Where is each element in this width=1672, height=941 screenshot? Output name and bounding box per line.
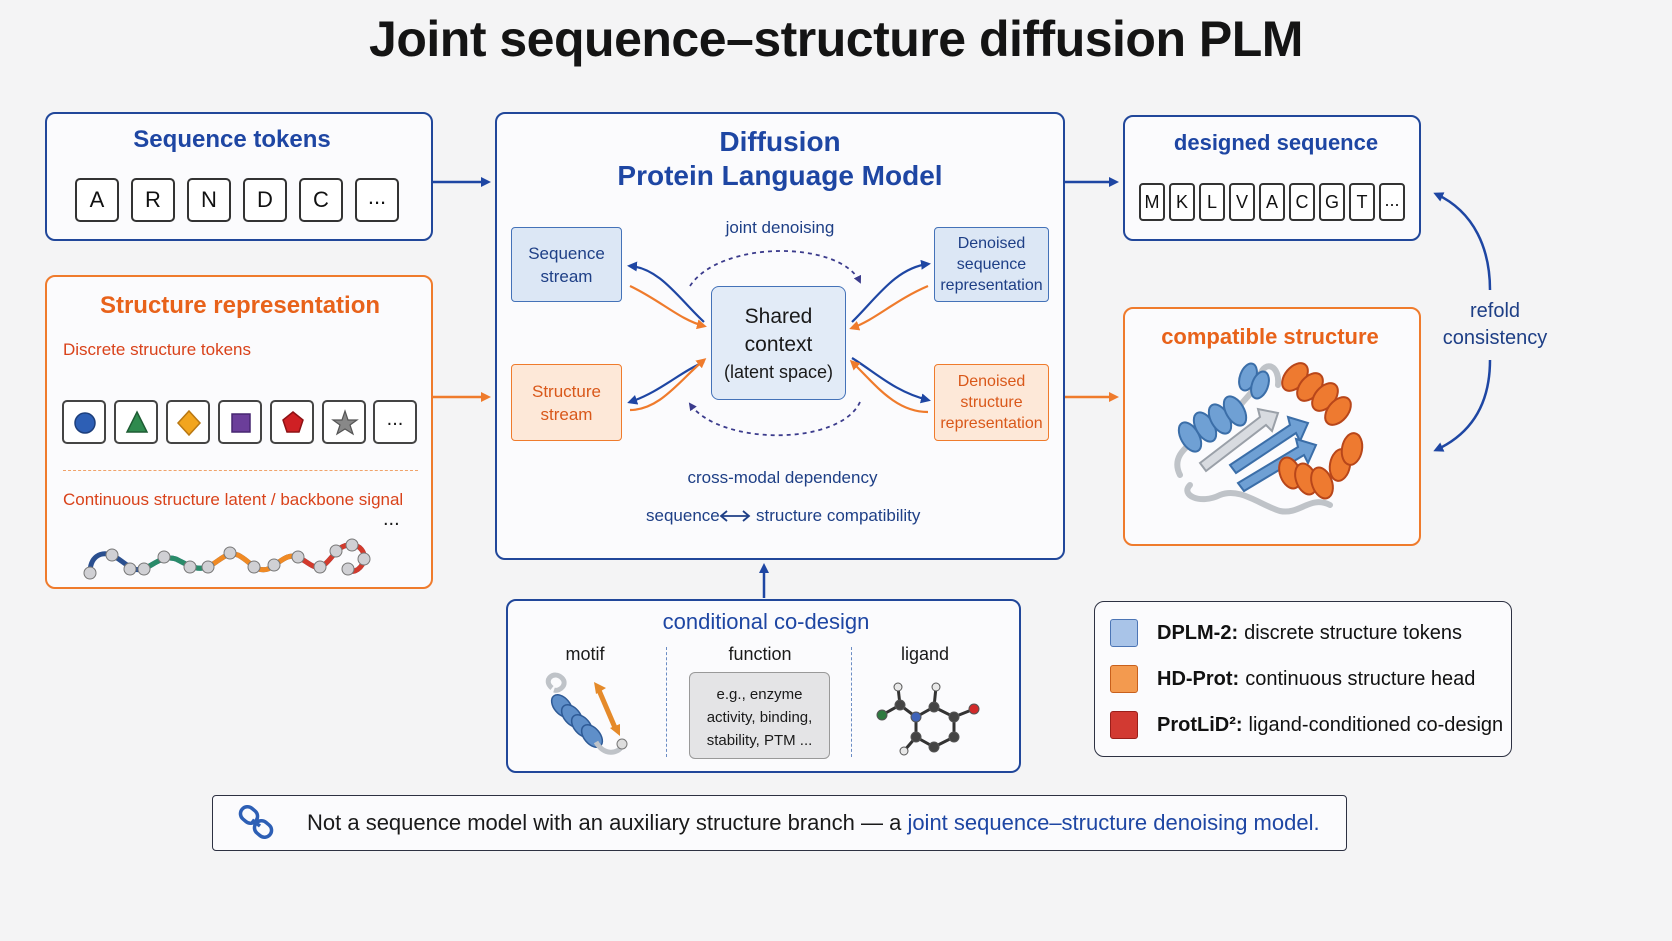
shared-context-line1: Shared (744, 305, 813, 328)
shared-context-line3: (latent space) (723, 362, 834, 382)
refold-line2: consistency (1442, 327, 1548, 349)
sequence-token: D (243, 178, 287, 222)
footer-box (212, 795, 1347, 851)
compatible-structure-heading: compatible structure (1161, 324, 1379, 349)
protein-structure-illustration (1174, 362, 1364, 515)
sequence-token-ellipsis: ... (355, 178, 399, 222)
legend-item: HD-Prot:continuous structure head (1157, 668, 1475, 691)
link-icon (238, 804, 274, 840)
joint-denoising-label: joint denoising (725, 218, 835, 237)
structure-token-ellipsis: ... (373, 400, 417, 444)
designed-token-ellipsis: ... (1379, 183, 1405, 221)
double-arrow-icon (719, 510, 751, 522)
diffusion-title-line1: Diffusion (719, 126, 841, 157)
backbone-ellipsis: ... (383, 508, 400, 530)
denoised-sequence-representation: Denoised sequence representation (934, 227, 1049, 302)
function-label: function (728, 644, 792, 664)
function-example-box: e.g., enzyme activity, binding, stabilit… (689, 672, 830, 759)
legend-item-name: ProtLiD²: (1157, 714, 1243, 736)
backbone-chain-illustration (83, 538, 371, 580)
legend-item: DPLM-2:discrete structure tokens (1157, 622, 1462, 645)
triangle-icon (125, 410, 149, 433)
sequence-tokens-heading: Sequence tokens (133, 126, 331, 153)
ligand-molecule-illustration (876, 682, 980, 756)
legend-swatch-red (1110, 711, 1138, 739)
legend-box (1094, 601, 1512, 757)
motif-label: motif (565, 644, 605, 664)
designed-token: K (1169, 183, 1195, 221)
structure-stream: Structure stream (511, 364, 622, 441)
designed-token: V (1229, 183, 1255, 221)
legend-item-desc: discrete structure tokens (1244, 622, 1462, 644)
structure-token (218, 400, 262, 444)
structure-token (114, 400, 158, 444)
designed-token: A (1259, 183, 1285, 221)
sequence-token: C (299, 178, 343, 222)
page-title: Joint sequence–structure diffusion PLM (369, 11, 1303, 67)
footer-text: Not a sequence model with an auxiliary s… (307, 810, 1320, 836)
motif-illustration (545, 672, 628, 755)
diamond-icon (176, 409, 202, 437)
designed-token: G (1319, 183, 1345, 221)
legend-item-name: DPLM-2: (1157, 622, 1239, 644)
legend-swatch-blue (1110, 619, 1138, 647)
conditional-codesign-heading: conditional co-design (662, 609, 870, 634)
star-icon (331, 409, 359, 436)
structure-token (270, 400, 314, 444)
legend-item-desc: ligand-conditioned co-design (1248, 714, 1504, 736)
compat-right-label: structure compatibility (756, 506, 921, 525)
sequence-token: R (131, 178, 175, 222)
pentagon-icon (282, 411, 304, 433)
structure-representation-heading: Structure representation (99, 292, 381, 319)
legend-item: ProtLiD²:ligand-conditioned co-design (1157, 714, 1503, 737)
arrow (1433, 192, 1492, 291)
denoised-structure-representation: Denoised structure representation (934, 364, 1049, 441)
legend-swatch-orange (1110, 665, 1138, 693)
sequence-stream: Sequence stream (511, 227, 622, 302)
divider (63, 470, 418, 471)
discrete-structure-label: Discrete structure tokens (63, 340, 252, 359)
shared-context-box (711, 286, 846, 400)
compat-left-label: sequence (646, 506, 720, 525)
circle-icon (74, 412, 96, 434)
structure-token (322, 400, 366, 444)
continuous-structure-label: Continuous structure latent / backbone s… (63, 490, 404, 509)
designed-token: C (1289, 183, 1315, 221)
sequence-token: A (75, 178, 119, 222)
designed-sequence-heading: designed sequence (1173, 130, 1379, 155)
structure-token (62, 400, 106, 444)
diffusion-title-line2: Protein Language Model (617, 160, 943, 191)
divider (666, 647, 667, 757)
shared-context-line2: context (744, 333, 813, 356)
designed-token: T (1349, 183, 1375, 221)
divider (851, 647, 852, 757)
arrow (1433, 359, 1492, 452)
designed-token: M (1139, 183, 1165, 221)
refold-line1: refold (1469, 300, 1521, 322)
cross-modal-dependency-label: cross-modal dependency (687, 468, 878, 487)
legend-item-desc: continuous structure head (1245, 668, 1476, 690)
ligand-label: ligand (900, 644, 950, 664)
square-icon (231, 413, 251, 433)
sequence-token: N (187, 178, 231, 222)
footer-text-highlight: joint sequence–structure denoising model… (907, 810, 1320, 835)
footer-text-plain: Not a sequence model with an auxiliary s… (307, 810, 902, 835)
legend-item-name: HD-Prot: (1157, 668, 1240, 690)
structure-token (166, 400, 210, 444)
designed-token: L (1199, 183, 1225, 221)
